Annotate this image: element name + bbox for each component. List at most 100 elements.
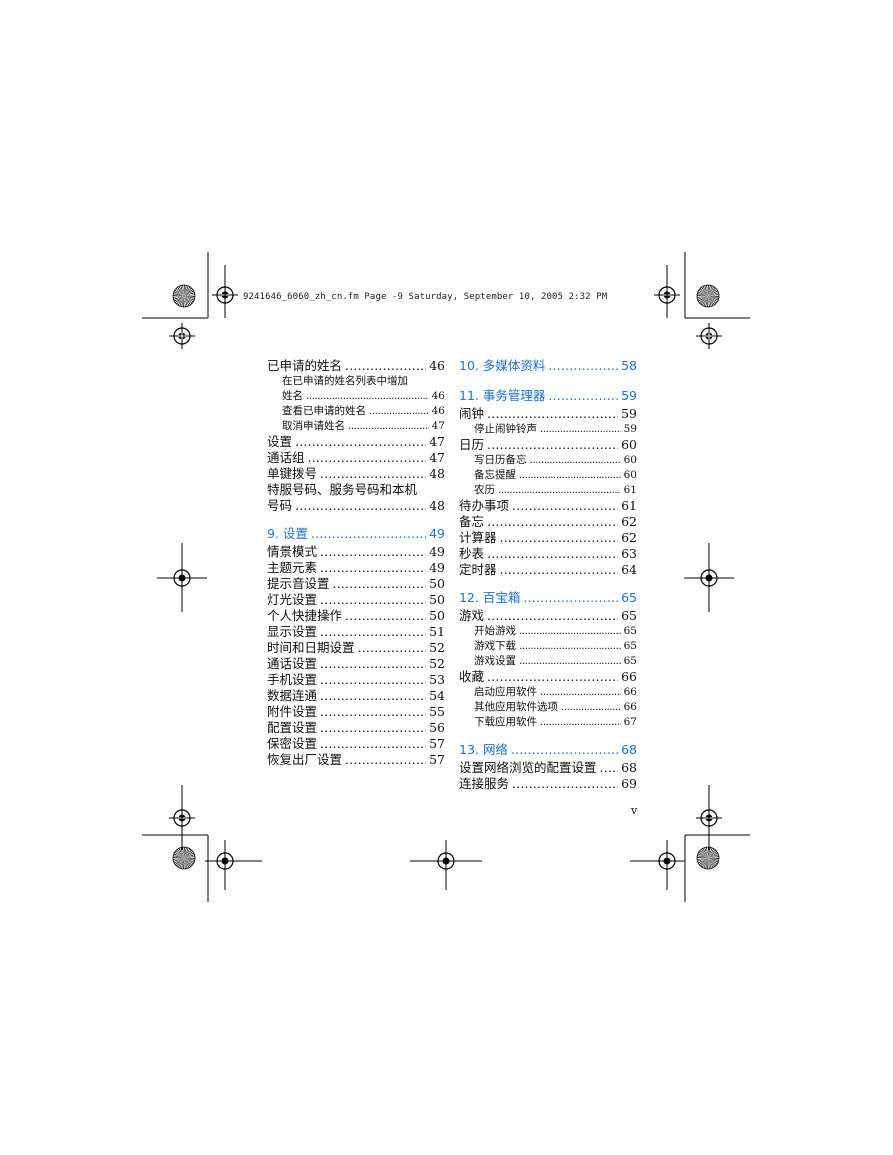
toc-entry[interactable]: 通话组 47 (267, 450, 445, 466)
toc-subentry[interactable]: 查看已申请的姓名 46 (267, 404, 445, 419)
dot-leader (519, 468, 621, 483)
toc-entry-title: 配置设置 (267, 720, 318, 735)
toc-entry[interactable]: 游戏65 (459, 608, 637, 624)
toc-entry-title: 已申请的姓名 (267, 358, 343, 373)
toc-entry-title: 其他应用软件选项 (474, 701, 558, 713)
toc-entry[interactable]: 配置设置 56 (267, 720, 445, 736)
toc-entry[interactable]: 单键拨号48 (267, 466, 445, 482)
toc-subentry[interactable]: 取消申请姓名47 (267, 419, 445, 434)
toc-entry[interactable]: 号码48 (267, 498, 445, 514)
toc-subentry[interactable]: 游戏下载65 (459, 639, 637, 654)
dot-leader (512, 776, 618, 792)
toc-subentry[interactable]: 农历61 (459, 483, 637, 498)
dot-leader (320, 466, 426, 482)
dot-leader (333, 576, 427, 592)
toc-page-number: 50 (429, 592, 445, 607)
toc-entry[interactable]: 提示音设置50 (267, 576, 445, 592)
toc-page-number: 50 (429, 608, 445, 623)
dot-leader (487, 546, 618, 562)
dot-leader (295, 498, 426, 514)
toc-entry[interactable]: 闹钟59 (459, 406, 637, 422)
dot-leader (500, 530, 619, 546)
toc-entry[interactable]: 情景模式49 (267, 544, 445, 560)
toc-subentry[interactable]: 停止闹钟铃声59 (459, 422, 637, 437)
star-target-icon (696, 846, 720, 870)
toc-entry[interactable]: 恢复出厂设置57 (267, 752, 445, 768)
print-header: 9241646_6060_zh_cn.fm Page -9 Saturday, … (243, 292, 608, 302)
toc-section-entry[interactable]: 13. 网络68 (459, 742, 637, 758)
toc-entry[interactable]: 灯光设置50 (267, 592, 445, 608)
toc-section-entry[interactable]: 11. 事务管理器59 (459, 388, 637, 404)
toc-entry-title: 通话设置 (267, 656, 318, 671)
toc-page-number: 62 (621, 530, 637, 545)
toc-entry[interactable]: 计算器 62 (459, 530, 637, 546)
registration-mark-icon (696, 323, 722, 349)
toc-entry-title: 计算器 (459, 530, 497, 545)
toc-page-number: 56 (429, 720, 445, 735)
toc-entry-title: 秒表 (459, 546, 485, 561)
toc-entry-title: 12. 百宝箱 (459, 590, 521, 605)
dot-leader (320, 656, 426, 672)
toc-page-number: 65 (623, 640, 637, 652)
toc-page-number: 61 (621, 498, 637, 513)
toc-entry[interactable]: 手机设置53 (267, 672, 445, 688)
dot-leader (500, 562, 619, 578)
dot-leader (487, 406, 618, 422)
toc-entry[interactable]: 显示设置51 (267, 624, 445, 640)
toc-entry-title: 写日历备忘 (474, 454, 527, 466)
toc-subentry[interactable]: 其他应用软件选项66 (459, 700, 637, 715)
toc-entry-title: 主题元素 (267, 560, 318, 575)
toc-page-number: 46 (431, 405, 445, 417)
toc-page-number: 60 (621, 437, 637, 452)
toc-entry-title: 通话组 (267, 450, 305, 465)
toc-entry[interactable]: 数据连通54 (267, 688, 445, 704)
toc-section-entry[interactable]: 12. 百宝箱65 (459, 590, 637, 606)
toc-entry[interactable]: 收藏66 (459, 669, 637, 685)
dot-leader (519, 654, 621, 669)
toc-entry[interactable]: 备忘62 (459, 514, 637, 530)
toc-entry[interactable]: 个人快捷操作50 (267, 608, 445, 624)
toc-entry[interactable]: 秒表 63 (459, 546, 637, 562)
toc-page-number: 65 (623, 655, 637, 667)
toc-page-number: 57 (429, 736, 445, 751)
toc-page-number: 60 (623, 454, 637, 466)
dot-leader (487, 669, 618, 685)
toc-subentry[interactable]: 开始游戏65 (459, 624, 637, 639)
toc-entry-title: 定时器 (459, 562, 497, 577)
dot-leader (295, 434, 426, 450)
toc-entry-title: 查看已申请的姓名 (282, 405, 366, 417)
toc-page-number: 47 (429, 450, 445, 465)
dot-leader (540, 715, 621, 730)
toc-subentry[interactable]: 启动应用软件66 (459, 685, 637, 700)
toc-entry-title: 游戏 (459, 608, 485, 623)
toc-page-number: 64 (621, 562, 637, 577)
toc-entry-title: 闹钟 (459, 406, 485, 421)
toc-entry[interactable]: 保密设置57 (267, 736, 445, 752)
toc-subentry[interactable]: 姓名46 (267, 389, 445, 404)
toc-page-number: 63 (621, 546, 637, 561)
dot-leader (519, 624, 621, 639)
toc-entry[interactable]: 主题元素49 (267, 560, 445, 576)
toc-page-number: 58 (621, 358, 637, 373)
toc-entry[interactable]: 定时器 64 (459, 562, 637, 578)
toc-entry-title: 收藏 (459, 669, 485, 684)
toc-entry[interactable]: 日历60 (459, 437, 637, 453)
toc-subentry[interactable]: 写日历备忘 60 (459, 453, 637, 468)
toc-entry[interactable]: 附件设置55 (267, 704, 445, 720)
star-target-icon (696, 284, 720, 308)
toc-entry[interactable]: 时间和日期设置52 (267, 640, 445, 656)
toc-entry[interactable]: 设置网络浏览的配置设置68 (459, 760, 637, 776)
toc-entry[interactable]: 设置47 (267, 434, 445, 450)
page-number: v (631, 804, 638, 817)
toc-subentry[interactable]: 游戏设置65 (459, 654, 637, 669)
toc-section-entry[interactable]: 10. 多媒体资料58 (459, 358, 637, 374)
toc-entry[interactable]: 已申请的姓名46 (267, 358, 445, 374)
toc-entry[interactable]: 连接服务69 (459, 776, 637, 792)
dot-leader (487, 514, 618, 530)
toc-section-entry[interactable]: 9. 设置49 (267, 526, 445, 542)
toc-entry[interactable]: 通话设置52 (267, 656, 445, 672)
toc-subentry[interactable]: 下载应用软件67 (459, 715, 637, 730)
toc-entry[interactable]: 待办事项61 (459, 498, 637, 514)
toc-subentry[interactable]: 备忘提醒60 (459, 468, 637, 483)
